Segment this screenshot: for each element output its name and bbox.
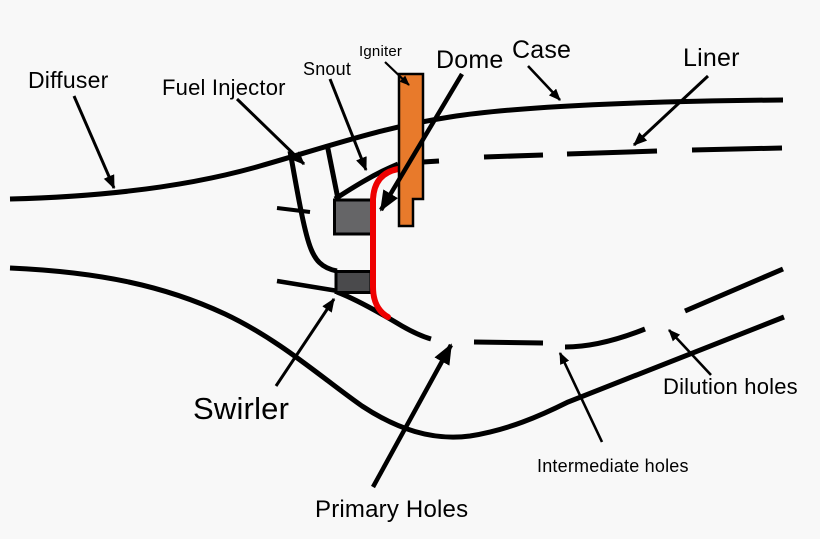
fuel-injector-label: Fuel Injector <box>162 75 286 100</box>
swirler-arrow <box>274 298 336 387</box>
intermediate-holes-label: Intermediate holes <box>537 456 689 476</box>
igniter-body <box>397 72 425 228</box>
liner-upper-dashed <box>422 145 783 165</box>
dome-label: Dome <box>436 46 504 74</box>
liner-lower-segment-4 <box>684 266 784 314</box>
swirler-block <box>334 270 373 294</box>
snout-curve <box>333 161 399 202</box>
intermediate-holes-arrow <box>558 352 604 443</box>
liner-upper-dash-1 <box>422 158 440 165</box>
snout-arrow <box>328 78 368 172</box>
case-upper-line <box>9 97 784 202</box>
leader-arrows <box>72 61 712 489</box>
dome-arrow <box>379 72 464 212</box>
primary-holes-arrow <box>371 343 453 489</box>
swirler-feed-line <box>276 278 339 294</box>
liner-upper-dash-2 <box>483 152 544 160</box>
injector-stem-left-line <box>287 150 338 274</box>
liner-label: Liner <box>683 44 740 72</box>
diffuser-label: Diffuser <box>28 67 109 93</box>
liner-arrow <box>632 74 710 147</box>
fuel-injector-nozzle <box>333 198 373 236</box>
dilution-holes-label: Dilution holes <box>663 374 798 399</box>
snout-label: Snout <box>303 59 352 79</box>
liner-lower-segment-2 <box>473 339 544 346</box>
case-lower-line <box>9 265 785 440</box>
dilution-holes-arrow <box>668 329 712 376</box>
liner-lower-segment-3 <box>564 326 646 350</box>
fuel-injector-stem <box>276 143 341 294</box>
injector-stem-right-line <box>324 143 341 200</box>
fuel-injector-arrow <box>235 97 306 166</box>
case-label: Case <box>512 36 572 64</box>
liner-upper-dash-3 <box>566 148 658 157</box>
liner-lower-segments <box>336 266 784 350</box>
primary-holes-label: Primary Holes <box>315 496 469 523</box>
liner-lower-segment-1 <box>336 289 432 342</box>
igniter-label: Igniter <box>359 43 403 60</box>
case-arrow <box>527 65 561 101</box>
dome-curve <box>370 166 401 320</box>
injector-strut-line <box>276 206 311 214</box>
liner-upper-dash-4 <box>691 145 783 153</box>
diffuser-arrow <box>72 95 116 190</box>
igniter-arrow <box>384 61 410 86</box>
swirler-label: Swirler <box>193 391 290 426</box>
